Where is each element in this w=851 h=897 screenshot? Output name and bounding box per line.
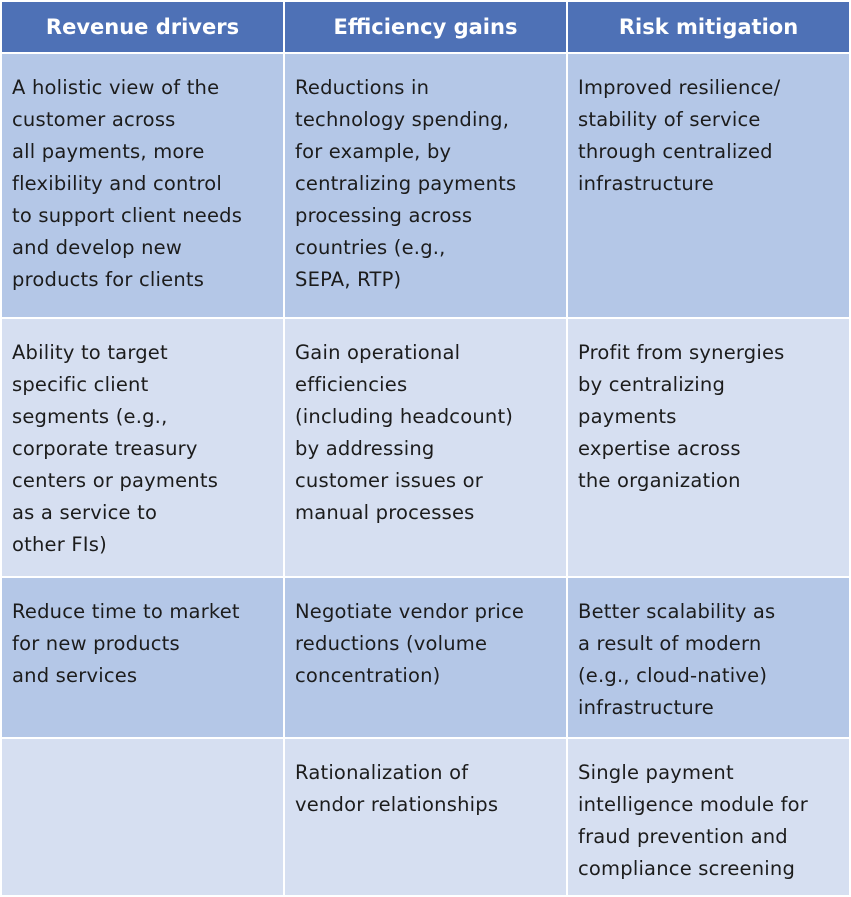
header-revenue-drivers: Revenue drivers — [0, 0, 285, 54]
cell-text-line: A holistic view of the — [12, 76, 220, 99]
table-row: Reduce time to market for new products and… — [0, 576, 851, 739]
cell-efficiency-gains: Reductions in technology spending, for exa… — [283, 52, 568, 319]
cell-text-line: reductions (volume — [295, 632, 488, 655]
cell-text-line: centers or payments — [12, 469, 219, 492]
cell-text-line: Rationalization of — [295, 761, 469, 784]
cell-text-line: infrastructure — [578, 172, 714, 195]
cell-text-line: fraud prevention and — [578, 825, 788, 848]
table-row: A holistic view of the customer across all… — [0, 52, 851, 319]
cell-risk-mitigation: Improved resilience/stability of service… — [566, 52, 851, 319]
cell-text-line: Reductions in — [295, 76, 430, 99]
cell-text-line: segments (e.g., — [12, 405, 168, 428]
cell-text-line: compliance screening — [578, 857, 796, 880]
cell-text-line: Profit from synergies — [578, 341, 785, 364]
cell-text-line: intelligence module for — [578, 793, 809, 816]
cell-revenue-drivers — [0, 737, 285, 897]
cell-text-line: concentration) — [295, 664, 441, 687]
cell-text-line: for example, by — [295, 140, 452, 163]
cell-text-line: manual processes — [295, 501, 475, 524]
cell-text-line: Reduce time to market — [12, 600, 240, 623]
cell-text-line: customer across — [12, 108, 176, 131]
cell-text-line: other FIs) — [12, 533, 107, 556]
cell-text-line: infrastructure — [578, 696, 714, 719]
table-row: Ability to target specific client segments… — [0, 317, 851, 578]
cell-risk-mitigation: Better scalability as a result of modern (… — [566, 576, 851, 739]
cell-efficiency-gains: Gain operational efficiencies (including h… — [283, 317, 568, 578]
cell-text-line: by centralizing — [578, 373, 726, 396]
cell-text-line: as a service to — [12, 501, 158, 524]
table-row: Rationalization of vendor relationships Si… — [0, 737, 851, 897]
cell-text-line: and develop new — [12, 236, 183, 259]
cell-text-line: (including headcount) — [295, 405, 514, 428]
cell-text-line: all payments, more — [12, 140, 205, 163]
cell-text-line: efficiencies — [295, 373, 408, 396]
cell-text-line: centralizing payments — [295, 172, 517, 195]
cell-text-line: stability of service — [578, 108, 761, 131]
cell-text-line: flexibility and control — [12, 172, 222, 195]
cell-text-line: vendor relationships — [295, 793, 499, 816]
cell-text-line: products for clients — [12, 268, 205, 291]
cell-text-line: specific client — [12, 373, 149, 396]
cell-text-line: SEPA, RTP) — [295, 268, 402, 291]
cell-efficiency-gains: Rationalization of vendor relationships — [283, 737, 568, 897]
cell-text-line: payments — [578, 405, 677, 428]
cell-text-line: expertise across — [578, 437, 741, 460]
cell-text-line: technology spending, — [295, 108, 510, 131]
cell-risk-mitigation: Profit from synergies by centralizing paym… — [566, 317, 851, 578]
cell-text-line: countries (e.g., — [295, 236, 446, 259]
header-risk-mitigation: Risk mitigation — [566, 0, 851, 54]
cell-text-line: processing across — [295, 204, 473, 227]
cell-revenue-drivers: Ability to target specific client segments… — [0, 317, 285, 578]
cell-text-line: Better scalability as — [578, 600, 776, 623]
cell-text-line: Negotiate vendor price — [295, 600, 525, 623]
cell-text-line: to support client needs — [12, 204, 243, 227]
cell-text-line: (e.g., cloud-native) — [578, 664, 768, 687]
cell-text-line: a result of modern — [578, 632, 762, 655]
header-efficiency-gains: Efficiency gains — [283, 0, 568, 54]
cell-efficiency-gains: Negotiate vendor price reductions (volume… — [283, 576, 568, 739]
cell-text-line: for new products — [12, 632, 180, 655]
cell-revenue-drivers: A holistic view of the customer across all… — [0, 52, 285, 319]
cell-text-line: the organization — [578, 469, 741, 492]
cell-text-line: Single payment — [578, 761, 734, 784]
cell-text-line: Ability to target — [12, 341, 168, 364]
cell-text-line: corporate treasury — [12, 437, 198, 460]
cell-text-line: through centralized — [578, 140, 773, 163]
cell-text-line: by addressing — [295, 437, 435, 460]
cell-text-line: and services — [12, 664, 138, 687]
cell-risk-mitigation: Single payment intelligence module for fra… — [566, 737, 851, 897]
cell-revenue-drivers: Reduce time to market for new products and… — [0, 576, 285, 739]
header-row: Revenue drivers Efficiency gains Risk mi… — [0, 0, 851, 54]
cell-text-line: customer issues or — [295, 469, 484, 492]
cell-text-line: Gain operational — [295, 341, 461, 364]
cell-text-line: Improved resilience/ — [578, 76, 781, 99]
